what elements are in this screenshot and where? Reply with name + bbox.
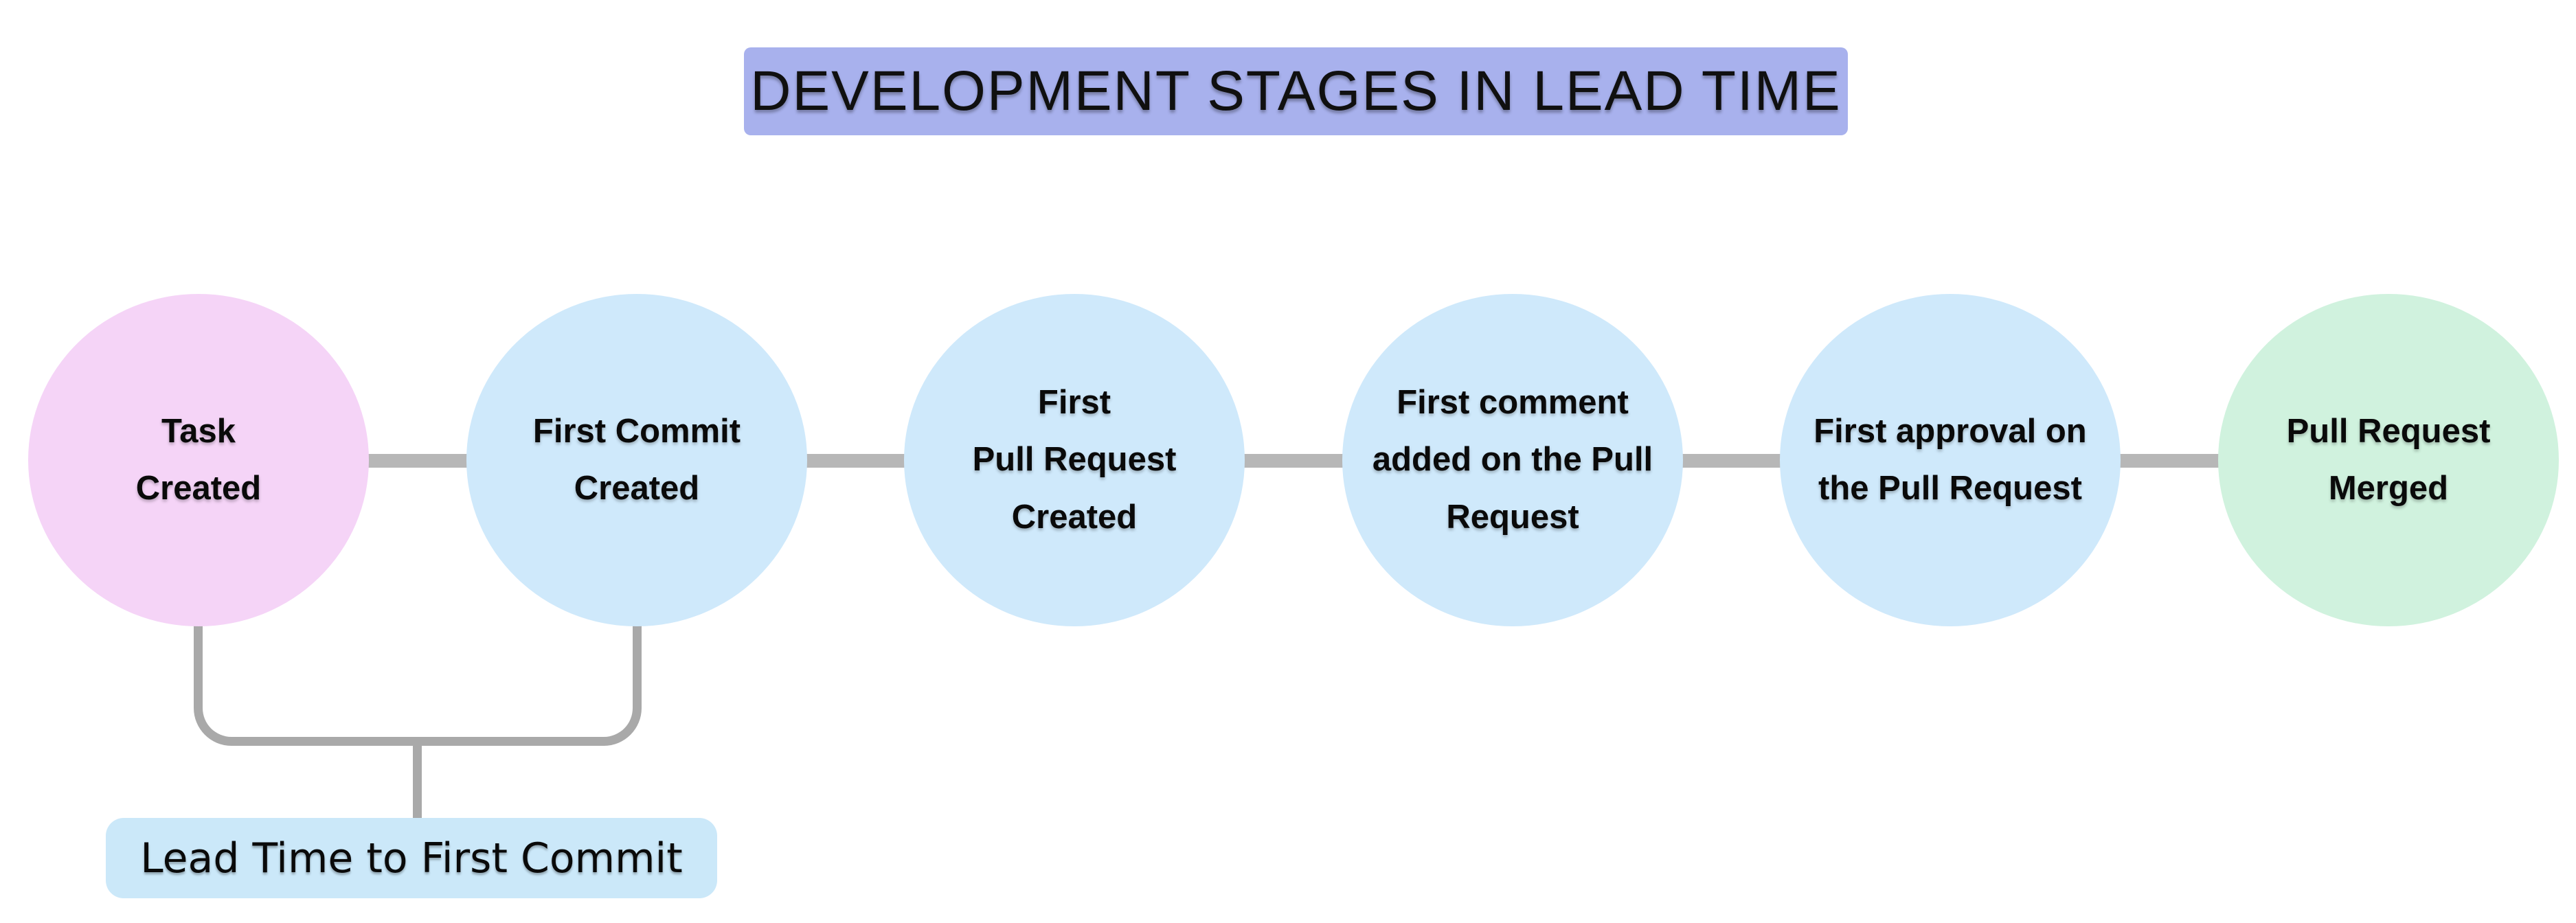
stage-label: First comment added on the Pull Request (1372, 384, 1653, 536)
stage-node-pull-request-merged: Pull Request Merged (2218, 294, 2559, 626)
stage-node-task-created: Task Created (28, 294, 369, 626)
stage-node-first-commit-created: First Commit Created (466, 294, 807, 626)
stage-label: First approval on the Pull Request (1814, 412, 2087, 507)
stage-node-first-pull-request-created: First Pull Request Created (904, 294, 1245, 626)
lead-time-bracket-stem (413, 746, 422, 819)
lead-time-bracket (194, 603, 642, 746)
stage-node-first-comment-added: First comment added on the Pull Request (1342, 294, 1683, 626)
page-title: DEVELOPMENT STAGES IN LEAD TIME (750, 60, 1842, 122)
stage-label: First Pull Request Created (972, 384, 1177, 536)
stage-node-first-approval: First approval on the Pull Request (1780, 294, 2121, 626)
lead-time-annotation-label: Lead Time to First Commit (140, 834, 683, 882)
title-banner: DEVELOPMENT STAGES IN LEAD TIME (744, 47, 1848, 135)
stage-label: Task Created (135, 412, 262, 507)
stage-label: First Commit Created (532, 412, 741, 507)
stage-label: Pull Request Merged (2286, 412, 2491, 507)
lead-time-annotation: Lead Time to First Commit (106, 818, 717, 898)
